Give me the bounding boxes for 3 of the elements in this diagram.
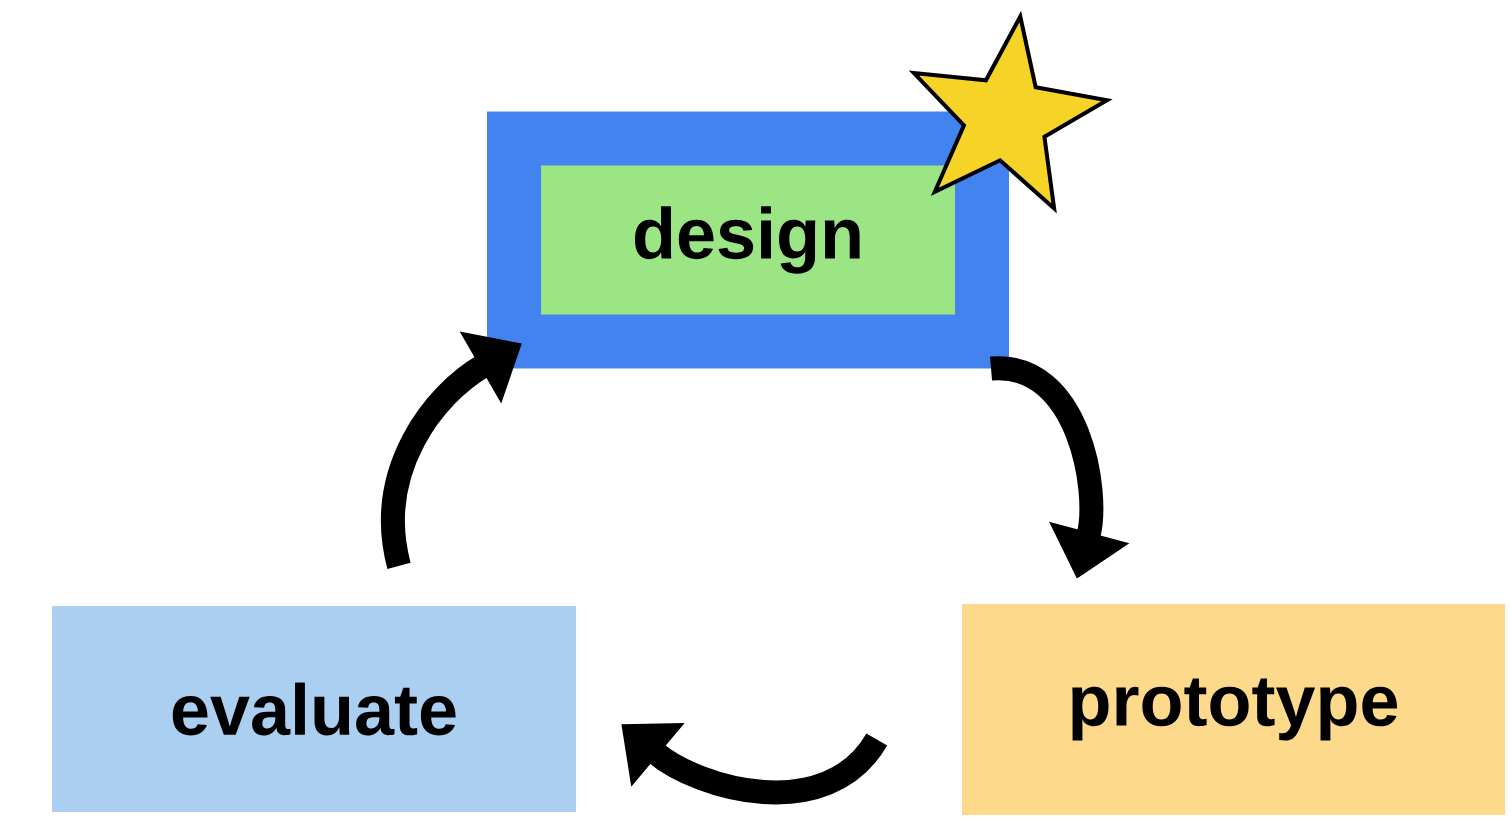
process-box: prototype <box>962 604 1505 815</box>
design-box: design <box>487 111 1009 369</box>
process-box: evaluate <box>52 606 576 812</box>
